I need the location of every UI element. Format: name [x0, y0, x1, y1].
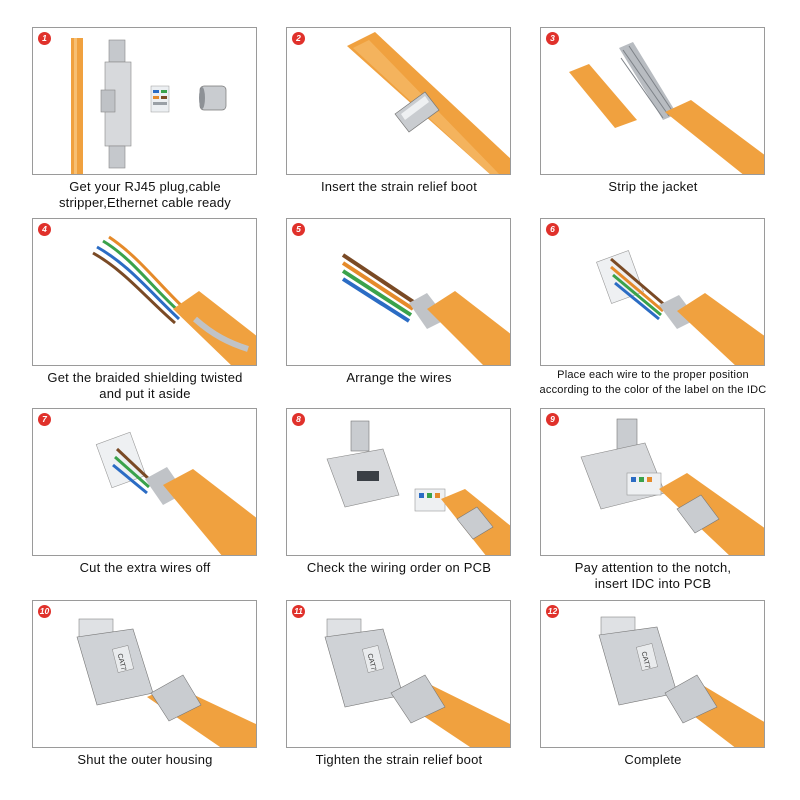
braided-shield	[619, 42, 677, 120]
step-3: 3 Strip the jacket	[540, 27, 796, 217]
idc-insert	[414, 488, 446, 512]
step-5-panel: 5	[286, 218, 511, 366]
step-12-illustration: CAT7	[598, 616, 764, 747]
step-3-panel: 3	[540, 27, 765, 175]
step-12: 12 CAT7 Complete	[540, 600, 796, 790]
step-12-caption: Complete	[624, 752, 682, 767]
step-11-illustration: CAT7	[324, 618, 510, 747]
step-5-caption: Arrange the wires	[346, 370, 452, 385]
step-8-badge: 8	[292, 413, 305, 426]
step-2-panel: 2	[286, 27, 511, 175]
step-9-badge: 9	[546, 413, 559, 426]
step-12-badge: 12	[546, 605, 559, 618]
twisted-shield	[193, 316, 249, 352]
step-8-illustration	[326, 420, 510, 555]
ethernet-cable	[665, 100, 764, 174]
step-9-caption: Pay attention to the notch, insert IDC i…	[574, 560, 732, 591]
step-4-caption: Get the braided shielding twisted and pu…	[47, 370, 243, 401]
step-8-caption: Check the wiring order on PCB	[306, 560, 492, 575]
plug-top-boot	[108, 39, 126, 63]
rj45-plug	[76, 628, 154, 706]
step-7-badge: 7	[38, 413, 51, 426]
ethernet-cable	[163, 469, 256, 555]
cat7-label: CAT7	[366, 653, 377, 672]
step-6-caption: Place each wire to the proper position a…	[539, 369, 767, 396]
step-6-panel: 6	[540, 218, 765, 366]
step-9-illustration	[580, 418, 764, 555]
step-12-panel: 12 CAT7	[540, 600, 765, 748]
step-2: 2 Insert the strain relief boot	[286, 27, 542, 217]
step-4-badge: 4	[38, 223, 51, 236]
step-9-panel: 9	[540, 408, 765, 556]
step-6-badge: 6	[546, 223, 559, 236]
ethernet-cable	[677, 293, 764, 365]
step-7-caption: Cut the extra wires off	[79, 560, 211, 575]
step-10: 10 CAT7 Shut the outer housing	[32, 600, 288, 790]
step-9: 9 Pay attention to the notch, insert IDC…	[540, 408, 796, 598]
step-3-illustration	[569, 42, 764, 174]
step-7: 7 Cut the extra wires off	[32, 408, 288, 598]
step-5-badge: 5	[292, 223, 305, 236]
step-8: 8 Check the wiring order on PCB	[286, 408, 542, 598]
step-2-illustration	[347, 32, 510, 174]
step-3-badge: 3	[546, 32, 559, 45]
idc-insert	[626, 472, 662, 496]
cat7-label: CAT7	[116, 653, 127, 672]
step-4-panel: 4	[32, 218, 257, 366]
step-11-caption: Tighten the strain relief boot	[315, 752, 483, 767]
step-5: 5 Arrange the wires	[286, 218, 542, 408]
step-7-panel: 7	[32, 408, 257, 556]
step-5-illustration	[341, 253, 510, 365]
step-11-badge: 11	[292, 605, 305, 618]
step-1-caption: Get your RJ45 plug,cable stripper,Ethern…	[58, 179, 231, 210]
step-6: 6 Place each wire to the proper position…	[540, 218, 796, 408]
braided-shield	[409, 293, 447, 329]
ethernet-cable	[427, 291, 510, 365]
step-1-panel: 1	[32, 27, 257, 175]
step-2-caption: Insert the strain relief boot	[320, 179, 478, 194]
step-10-panel: 10 CAT7	[32, 600, 257, 748]
step-8-panel: 8	[286, 408, 511, 556]
step-10-badge: 10	[38, 605, 51, 618]
step-4: 4 Get the braided shielding twisted and …	[32, 218, 288, 408]
step-1: 1 Get your RJ45 plug,cable str	[32, 27, 288, 217]
step-7-illustration	[95, 431, 256, 555]
ethernet-cable	[173, 291, 256, 365]
step-4-illustration	[92, 235, 256, 365]
step-3-caption: Strip the jacket	[608, 179, 698, 194]
step-10-caption: Shut the outer housing	[77, 752, 213, 767]
step-2-badge: 2	[292, 32, 305, 45]
step-11: 11 CAT7 Tighten the strain relief boot	[286, 600, 542, 790]
step-11-panel: 11 CAT7	[286, 600, 511, 748]
step-1-badge: 1	[38, 32, 51, 45]
rj45-plug	[324, 628, 404, 708]
idc-insert	[150, 85, 170, 113]
stripped-jacket	[569, 64, 637, 128]
step-10-illustration: CAT7	[76, 618, 256, 747]
step-1-illustration	[71, 38, 227, 174]
cat7-label: CAT7	[640, 651, 651, 670]
step-6-illustration	[596, 250, 764, 365]
